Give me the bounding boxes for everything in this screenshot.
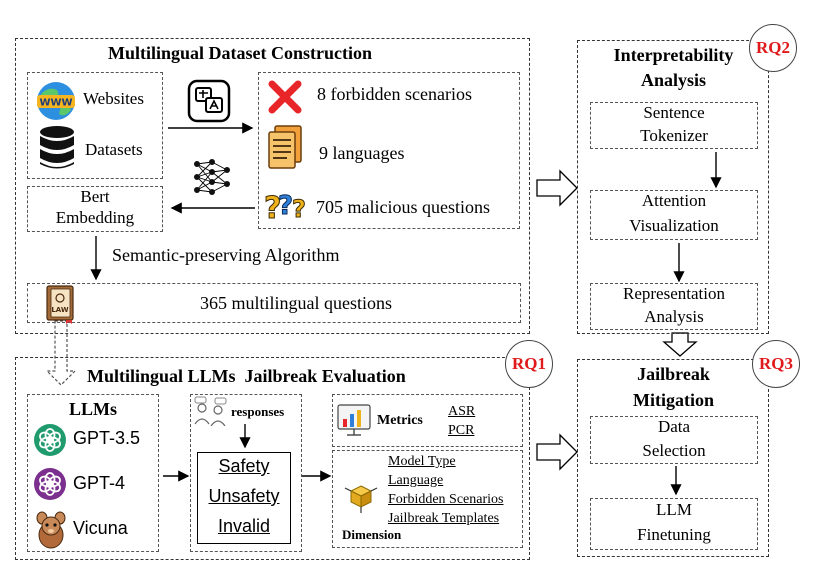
tokenizer-box <box>590 102 758 149</box>
svg-text:?: ? <box>278 191 293 221</box>
svg-text:?: ? <box>292 195 306 223</box>
attention-box <box>590 190 758 240</box>
dataset-construction-panel <box>15 38 530 334</box>
data-selection-line1: Data <box>657 417 691 436</box>
evaluation-title: Multilingual LLMs Jailbreak Evaluation <box>87 366 406 386</box>
llm-gpt35: GPT-3.5 <box>73 428 141 448</box>
hollow-arrow-to-interpretability <box>536 169 578 207</box>
dimension-model-type: Model Type <box>388 454 456 469</box>
llms-box <box>27 394 159 552</box>
attention-line2: Visualization <box>629 216 719 235</box>
finetuning-box <box>590 498 758 550</box>
metrics-box <box>332 394 523 447</box>
rq2-badge: RQ2 <box>749 24 797 72</box>
neural-network-icon <box>192 158 232 196</box>
globe-icon: WWW <box>35 80 77 122</box>
dimension-label: Dimension <box>342 527 402 542</box>
datasets-label: Datasets <box>85 140 143 159</box>
metrics-chart-icon <box>336 401 372 437</box>
dimension-language: Language <box>388 473 444 488</box>
dimension-jailbreak-templates: Jailbreak Templates <box>388 511 500 526</box>
svg-text:?: ? <box>264 191 281 224</box>
llm-vicuna: Vicuna <box>73 518 128 538</box>
metrics-label: Metrics <box>377 413 423 428</box>
mitigation-panel <box>577 359 769 557</box>
finetuning-line1: LLM <box>656 500 692 519</box>
mitigation-title-line1: Jailbreak <box>637 364 710 384</box>
document-icon <box>265 124 307 170</box>
translate-icon <box>187 79 231 123</box>
representation-line1: Representation <box>623 284 725 303</box>
multilingual-questions-box <box>27 283 521 323</box>
attention-line1: Attention <box>641 191 707 210</box>
label-unsafety: Unsafety <box>208 486 280 506</box>
interpretability-panel <box>577 40 769 334</box>
interpretability-title-line1: Interpretability <box>613 45 734 65</box>
interpretability-title-line2: Analysis <box>640 70 707 90</box>
bert-box <box>27 186 163 232</box>
metric-pcr: PCR <box>448 423 475 438</box>
vicuna-icon <box>34 509 68 549</box>
bert-line1: Bert <box>80 187 110 206</box>
openai-purple-icon <box>33 467 67 501</box>
dataset-stats-box <box>258 72 520 229</box>
websites-label: Websites <box>83 89 144 108</box>
openai-green-icon <box>33 423 67 457</box>
algorithm-label: Semantic-preserving Algorithm <box>112 245 340 265</box>
mitigation-title-line2: Mitigation <box>633 390 714 410</box>
responses-icon <box>193 396 229 427</box>
cross-icon <box>268 80 302 114</box>
evaluation-panel <box>15 357 530 560</box>
rq3-badge: RQ3 <box>752 340 800 388</box>
responses-label: responses <box>231 404 285 419</box>
dashed-hollow-arrow-down <box>45 320 77 386</box>
llms-title: LLMs <box>68 399 117 419</box>
malicious-label: 705 malicious questions <box>316 197 490 217</box>
dimension-forbidden-scenarios: Forbidden Scenarios <box>388 492 504 507</box>
representation-box <box>590 283 758 330</box>
dimension-box <box>332 450 523 548</box>
scenarios-label: 8 forbidden scenarios <box>317 84 472 104</box>
labels-box <box>197 452 291 544</box>
rq1-badge: RQ1 <box>505 340 553 388</box>
representation-line2: Analysis <box>644 307 704 326</box>
law-label: LAW <box>51 306 69 314</box>
law-book-icon: LAW <box>44 284 76 324</box>
finetuning-line2: Finetuning <box>637 525 711 544</box>
data-selection-box <box>590 416 758 464</box>
www-label: WWW <box>39 98 72 109</box>
tokenizer-line2: Tokenizer <box>640 126 708 145</box>
responses-box <box>190 394 302 552</box>
multilingual-label: 365 multilingual questions <box>200 293 392 313</box>
dataset-title: Multilingual Dataset Construction <box>108 43 373 63</box>
question-marks-icon: ? ? ? <box>262 184 312 227</box>
label-invalid: Invalid <box>217 516 271 536</box>
cube-dimension-icon <box>344 480 378 514</box>
tokenizer-line1: Sentence <box>643 103 705 122</box>
llm-gpt4: GPT-4 <box>73 473 126 493</box>
hollow-arrow-to-mitigation <box>536 433 578 471</box>
bert-line2: Embedding <box>55 208 135 227</box>
hollow-arrow-down <box>662 332 698 357</box>
database-icon <box>37 124 77 172</box>
metric-asr: ASR <box>448 404 476 419</box>
label-safety: Safety <box>218 456 270 476</box>
languages-label: 9 languages <box>319 143 405 163</box>
data-selection-line2: Selection <box>642 441 706 460</box>
sources-box <box>27 72 163 179</box>
